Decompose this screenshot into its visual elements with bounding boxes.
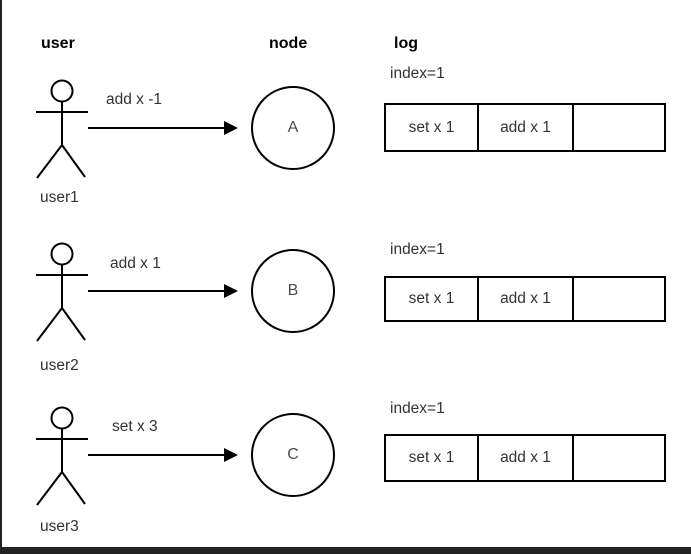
user-name-label: user3	[40, 518, 79, 535]
column-header-user: user	[41, 35, 75, 52]
message-label: add x -1	[106, 91, 163, 108]
log-cell: set x 1	[386, 436, 479, 480]
log-cell: add x 1	[479, 278, 574, 320]
log-index-label: index=1	[390, 65, 445, 82]
row-graphics	[36, 242, 335, 342]
actor-row: add x -1 A user1 index=1 set x 1 add x 1	[0, 65, 691, 247]
log-cell	[574, 436, 664, 480]
row-graphics	[36, 406, 335, 506]
message-arrow-icon	[88, 448, 238, 462]
log-cell	[574, 278, 664, 320]
node-label: C	[287, 446, 299, 463]
user-actor-icon	[36, 79, 88, 179]
message-label: set x 3	[112, 418, 158, 435]
log-index-label: index=1	[390, 241, 445, 258]
node-circle	[251, 413, 335, 497]
node-circle	[251, 249, 335, 333]
log-cell: add x 1	[479, 436, 574, 480]
log-cell	[574, 105, 664, 150]
user-name-label: user2	[40, 357, 79, 374]
actor-row: set x 3 C user3 index=1 set x 1 add x 1	[0, 400, 691, 554]
log-index-label: index=1	[390, 400, 445, 417]
column-header-log: log	[394, 35, 418, 52]
window-bottom-border	[0, 547, 691, 554]
log-cell: set x 1	[386, 105, 479, 150]
log-cell: set x 1	[386, 278, 479, 320]
row-graphics	[36, 79, 335, 179]
node-label: B	[287, 282, 299, 299]
column-header-node: node	[269, 35, 308, 52]
message-arrow-icon	[88, 284, 238, 298]
log-table: set x 1 add x 1	[384, 103, 666, 152]
message-arrow-icon	[88, 121, 238, 135]
log-table: set x 1 add x 1	[384, 434, 666, 482]
actor-row: add x 1 B user2 index=1 set x 1 add x 1	[0, 238, 691, 410]
message-label: add x 1	[110, 255, 161, 272]
window-left-border	[0, 0, 2, 554]
node-label: A	[287, 119, 299, 136]
user-actor-icon	[36, 406, 88, 506]
user-actor-icon	[36, 242, 88, 342]
node-circle	[251, 86, 335, 170]
log-cell: add x 1	[479, 105, 574, 150]
user-name-label: user1	[40, 189, 79, 206]
log-table: set x 1 add x 1	[384, 276, 666, 322]
